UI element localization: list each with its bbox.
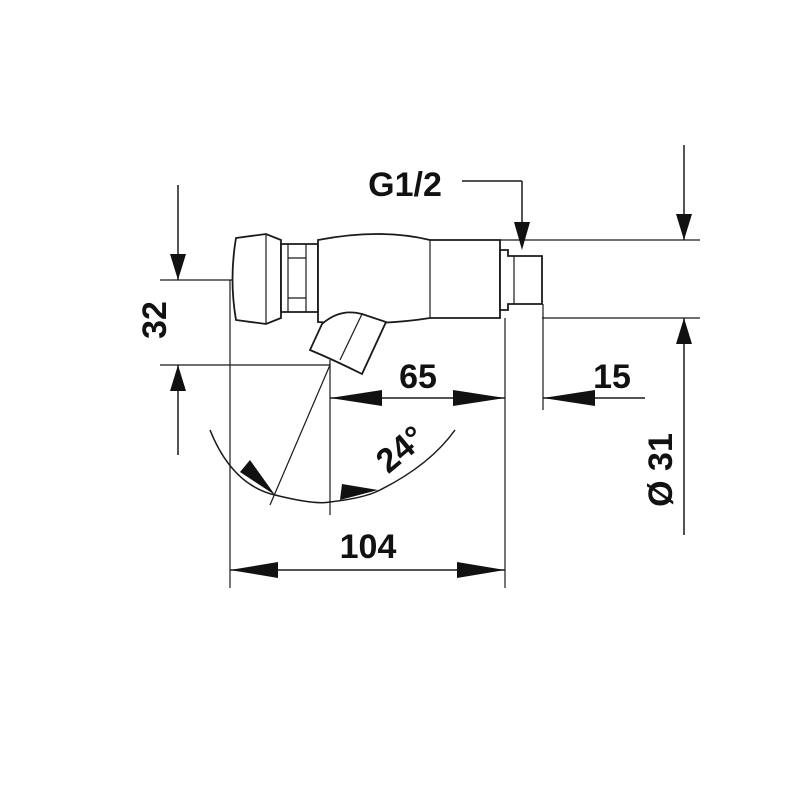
thread-callout: G1/2 (368, 166, 530, 250)
dim-angle-label: 24° (369, 418, 433, 480)
extension-lines (160, 239, 700, 588)
dim-height-32: 32 (136, 185, 186, 455)
dim-thread-15: 15 (543, 358, 645, 406)
dim-diameter-label: Ø 31 (642, 433, 680, 507)
valve-body (317, 233, 501, 325)
thread-connector (499, 249, 543, 311)
push-button-cap (231, 233, 282, 325)
dim-height-label: 32 (136, 301, 174, 339)
valve-outline (231, 233, 543, 376)
thread-label: G1/2 (368, 166, 442, 204)
dim-spout-label: 65 (399, 358, 437, 396)
dim-length-104: 104 (230, 528, 505, 578)
dim-angle-24: 24° (209, 418, 456, 504)
dim-spout-65: 65 (330, 358, 505, 406)
dim-thread-label: 15 (593, 358, 631, 396)
valve-neck (280, 243, 319, 313)
dim-diameter-31: Ø 31 (642, 145, 692, 535)
dim-length-label: 104 (340, 528, 397, 566)
